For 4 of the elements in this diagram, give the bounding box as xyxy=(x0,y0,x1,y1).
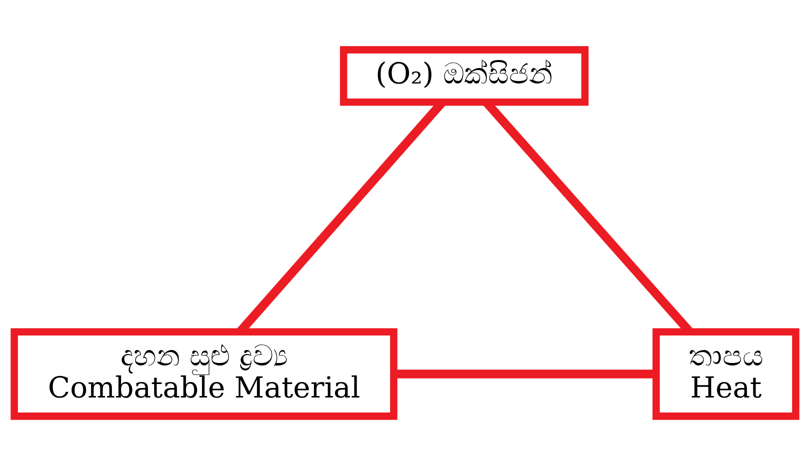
connector xyxy=(394,369,656,378)
node-box: තාපය Heat xyxy=(652,328,800,420)
node-box: දහන සුළු ද්‍රව්‍ය Combatable Material xyxy=(10,328,398,420)
node-box: (O₂) ඔක්සිජන් xyxy=(340,46,589,106)
